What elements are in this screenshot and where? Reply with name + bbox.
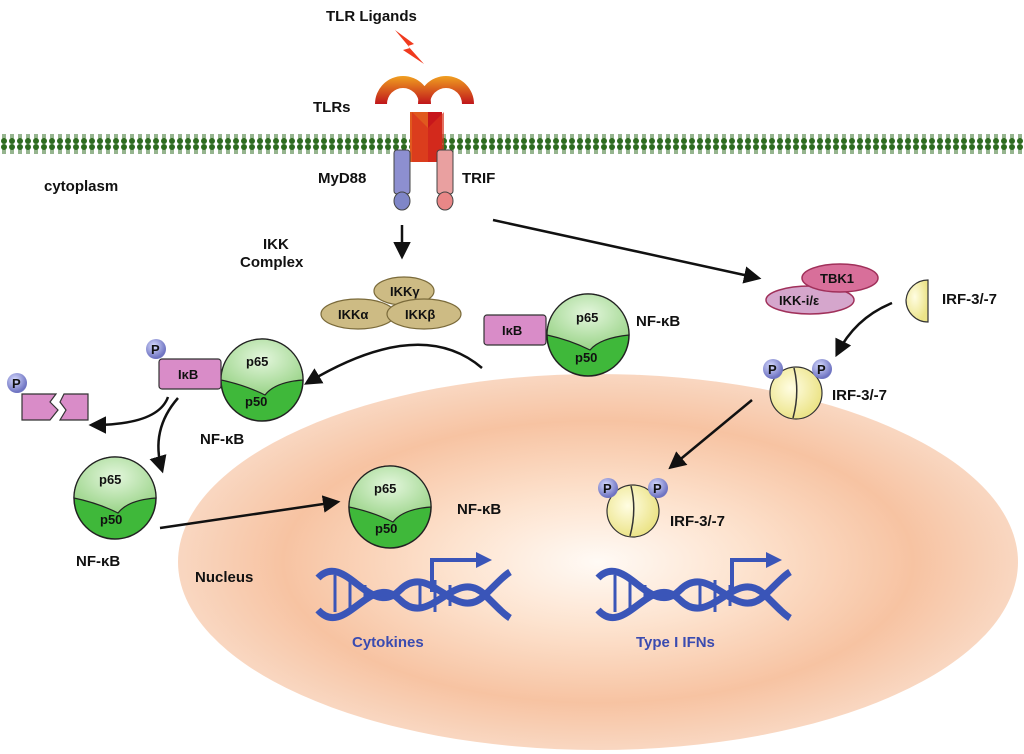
- dna-cytokines-icon: [315, 552, 512, 622]
- nfkb-free-1: p65 p50: [73, 456, 157, 540]
- nfkb-label-4: NF-κB: [457, 501, 501, 518]
- p50-label: p50: [375, 521, 397, 536]
- phospho-icon: [648, 478, 668, 498]
- svg-text:P: P: [653, 481, 662, 496]
- ikk-beta-label: IKKβ: [405, 307, 435, 322]
- cell-membrane: [0, 133, 1024, 157]
- p65-label: p65: [246, 354, 268, 369]
- ikk-i-label: IKK-i/ε: [779, 293, 819, 308]
- dna-type1-ifns-icon: [595, 552, 792, 622]
- arrow-nfkb-to-nucleus: [159, 495, 341, 530]
- ikb-label: IκB: [178, 367, 198, 382]
- nfkb-ikb-complex-1: IκB p65 p50: [483, 293, 630, 377]
- phospho-icon: [146, 339, 166, 359]
- svg-text:P: P: [603, 481, 612, 496]
- tlrs-label: TLRs: [313, 99, 351, 116]
- type1-ifns-label: Type I IFNs: [636, 634, 715, 651]
- nucleus: [178, 374, 1018, 750]
- nfkb-label-3: NF-κB: [76, 553, 120, 570]
- p50-label: p50: [100, 512, 122, 527]
- tbk1-ikki-complex: TBK1 IKK-i/ε: [765, 263, 879, 315]
- tbk1-label: TBK1: [820, 271, 854, 286]
- irf-dimer-phospho-1: P P: [763, 359, 832, 420]
- svg-text:P: P: [12, 376, 21, 391]
- arrow-to-degraded-ikb: [88, 396, 170, 434]
- nfkb-nuclear: p65 p50: [348, 465, 432, 549]
- p50-label: p50: [575, 350, 597, 365]
- p65-label: p65: [576, 310, 598, 325]
- trif-adaptor-icon: [436, 149, 454, 211]
- nfkb-label-1: NF-κB: [636, 313, 680, 330]
- p65-label: p65: [374, 481, 396, 496]
- tbk1-subunit: [801, 263, 879, 293]
- phospho-icon: [763, 359, 783, 379]
- arrow-irf-phosphorylation: [835, 301, 893, 358]
- phospho-icon: [812, 359, 832, 379]
- ikk-complex-label-2: Complex: [240, 254, 304, 271]
- irf-label-2: IRF-3/-7: [832, 387, 887, 404]
- ikk-beta-subunit: [386, 298, 462, 330]
- phospho-icon: [7, 373, 27, 393]
- svg-text:P: P: [151, 342, 160, 357]
- p50-label: p50: [245, 394, 267, 409]
- ikk-gamma-label: IKKγ: [390, 284, 420, 299]
- degraded-ikb-icon: P: [7, 373, 89, 421]
- p65-label: p65: [99, 472, 121, 487]
- svg-text:P: P: [768, 362, 777, 377]
- cytokines-label: Cytokines: [352, 634, 424, 651]
- ikk-complex: IKKγ IKKα IKKβ: [320, 276, 462, 330]
- nucleus-label: Nucleus: [195, 569, 253, 586]
- ikk-alpha-label: IKKα: [338, 307, 368, 322]
- myd88-adaptor-icon: [393, 149, 411, 211]
- ikk-complex-label-1: IKK: [263, 236, 289, 253]
- arrow-to-free-nfkb: [149, 397, 179, 474]
- svg-text:P: P: [817, 362, 826, 377]
- myd88-label: MyD88: [318, 170, 366, 187]
- irf-label-1: IRF-3/-7: [942, 291, 997, 308]
- ligand-lightning-icon: [395, 30, 424, 64]
- arrow-irf-to-nucleus: [668, 399, 753, 470]
- phospho-icon: [598, 478, 618, 498]
- nfkb-ikb-complex-2: P IκB p65 p50: [146, 338, 304, 422]
- irf-dimer-phospho-2: P P: [598, 478, 668, 538]
- arrow-ikk-to-phospho-ikb: [304, 343, 483, 385]
- irf-monomer-icon: [905, 279, 929, 323]
- tlr-ligands-label: TLR Ligands: [326, 8, 417, 25]
- cytoplasm-label: cytoplasm: [44, 178, 118, 195]
- nfkb-label-2: NF-κB: [200, 431, 244, 448]
- irf-label-3: IRF-3/-7: [670, 513, 725, 530]
- trif-label: TRIF: [462, 170, 495, 187]
- arrow-trif-to-tbk1: [492, 218, 762, 284]
- tlr-receptor-icon: [375, 76, 474, 162]
- ikb-label: IκB: [502, 323, 522, 338]
